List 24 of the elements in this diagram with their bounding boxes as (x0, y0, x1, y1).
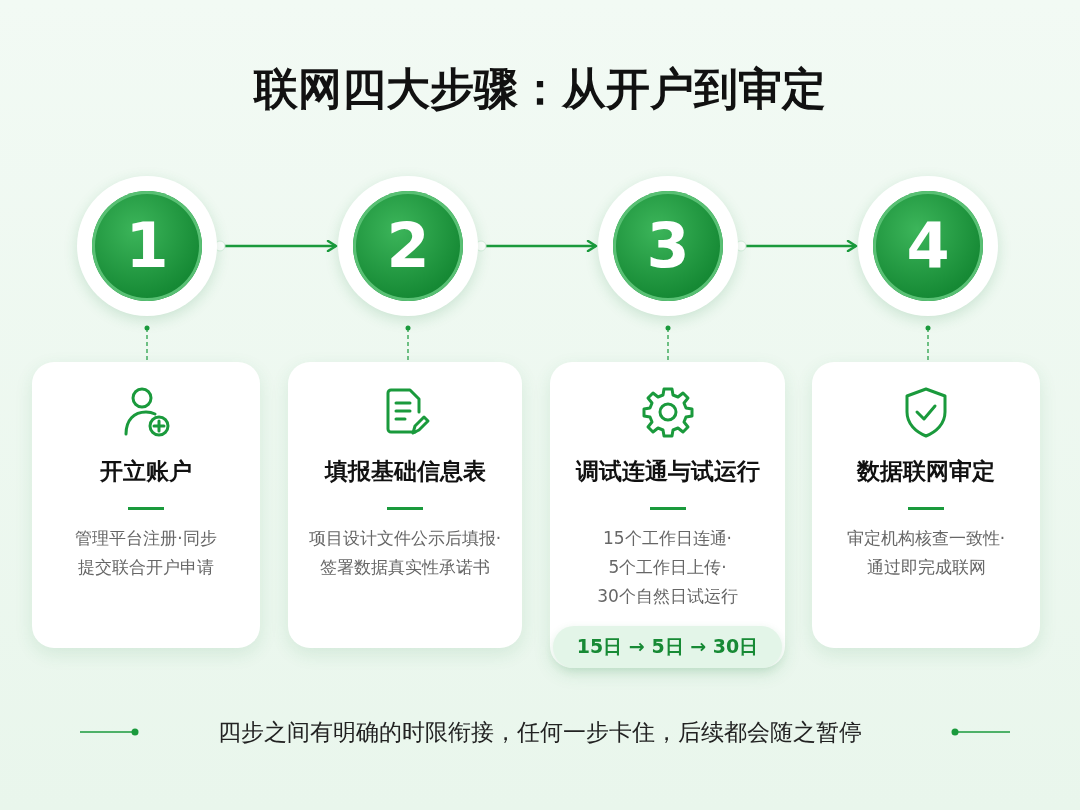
step-number: 3 (646, 215, 690, 277)
step-number: 2 (386, 215, 430, 277)
card-title: 填报基础信息表 (324, 458, 486, 486)
step-card (288, 362, 522, 648)
dashed-connector (405, 325, 411, 363)
step-number: 4 (906, 215, 950, 277)
card-description: 项目设计文件公示后填报·签署数据真实性承诺书 (307, 527, 503, 579)
dashed-connector (665, 325, 671, 363)
step-number: 1 (125, 215, 169, 277)
card-title: 开立账户 (100, 458, 192, 486)
dashed-connector (144, 325, 150, 363)
dashed-connector (925, 325, 931, 363)
card-description: 管理平台注册·同步提交联合开户申请 (74, 527, 218, 579)
pill-text: 15日 → 5日 → 30日 (576, 634, 759, 659)
card-description: 审定机构核查一致性·通过即完成联网 (845, 527, 1007, 579)
step-card (812, 362, 1040, 648)
card-title: 调试连通与试运行 (575, 458, 760, 486)
footer-note: 四步之间有明确的时限衔接，任何一步卡住，后续都会随之暂停 (218, 718, 862, 747)
card-description: 15个工作日连通·5个工作日上传·30个自然日试运行 (596, 527, 739, 608)
card-title: 数据联网审定 (857, 458, 995, 486)
title: 联网四大步骤：从开户到审定 (254, 62, 826, 116)
timeline-pill (553, 626, 782, 668)
step-card (32, 362, 260, 648)
step-card (550, 362, 785, 668)
